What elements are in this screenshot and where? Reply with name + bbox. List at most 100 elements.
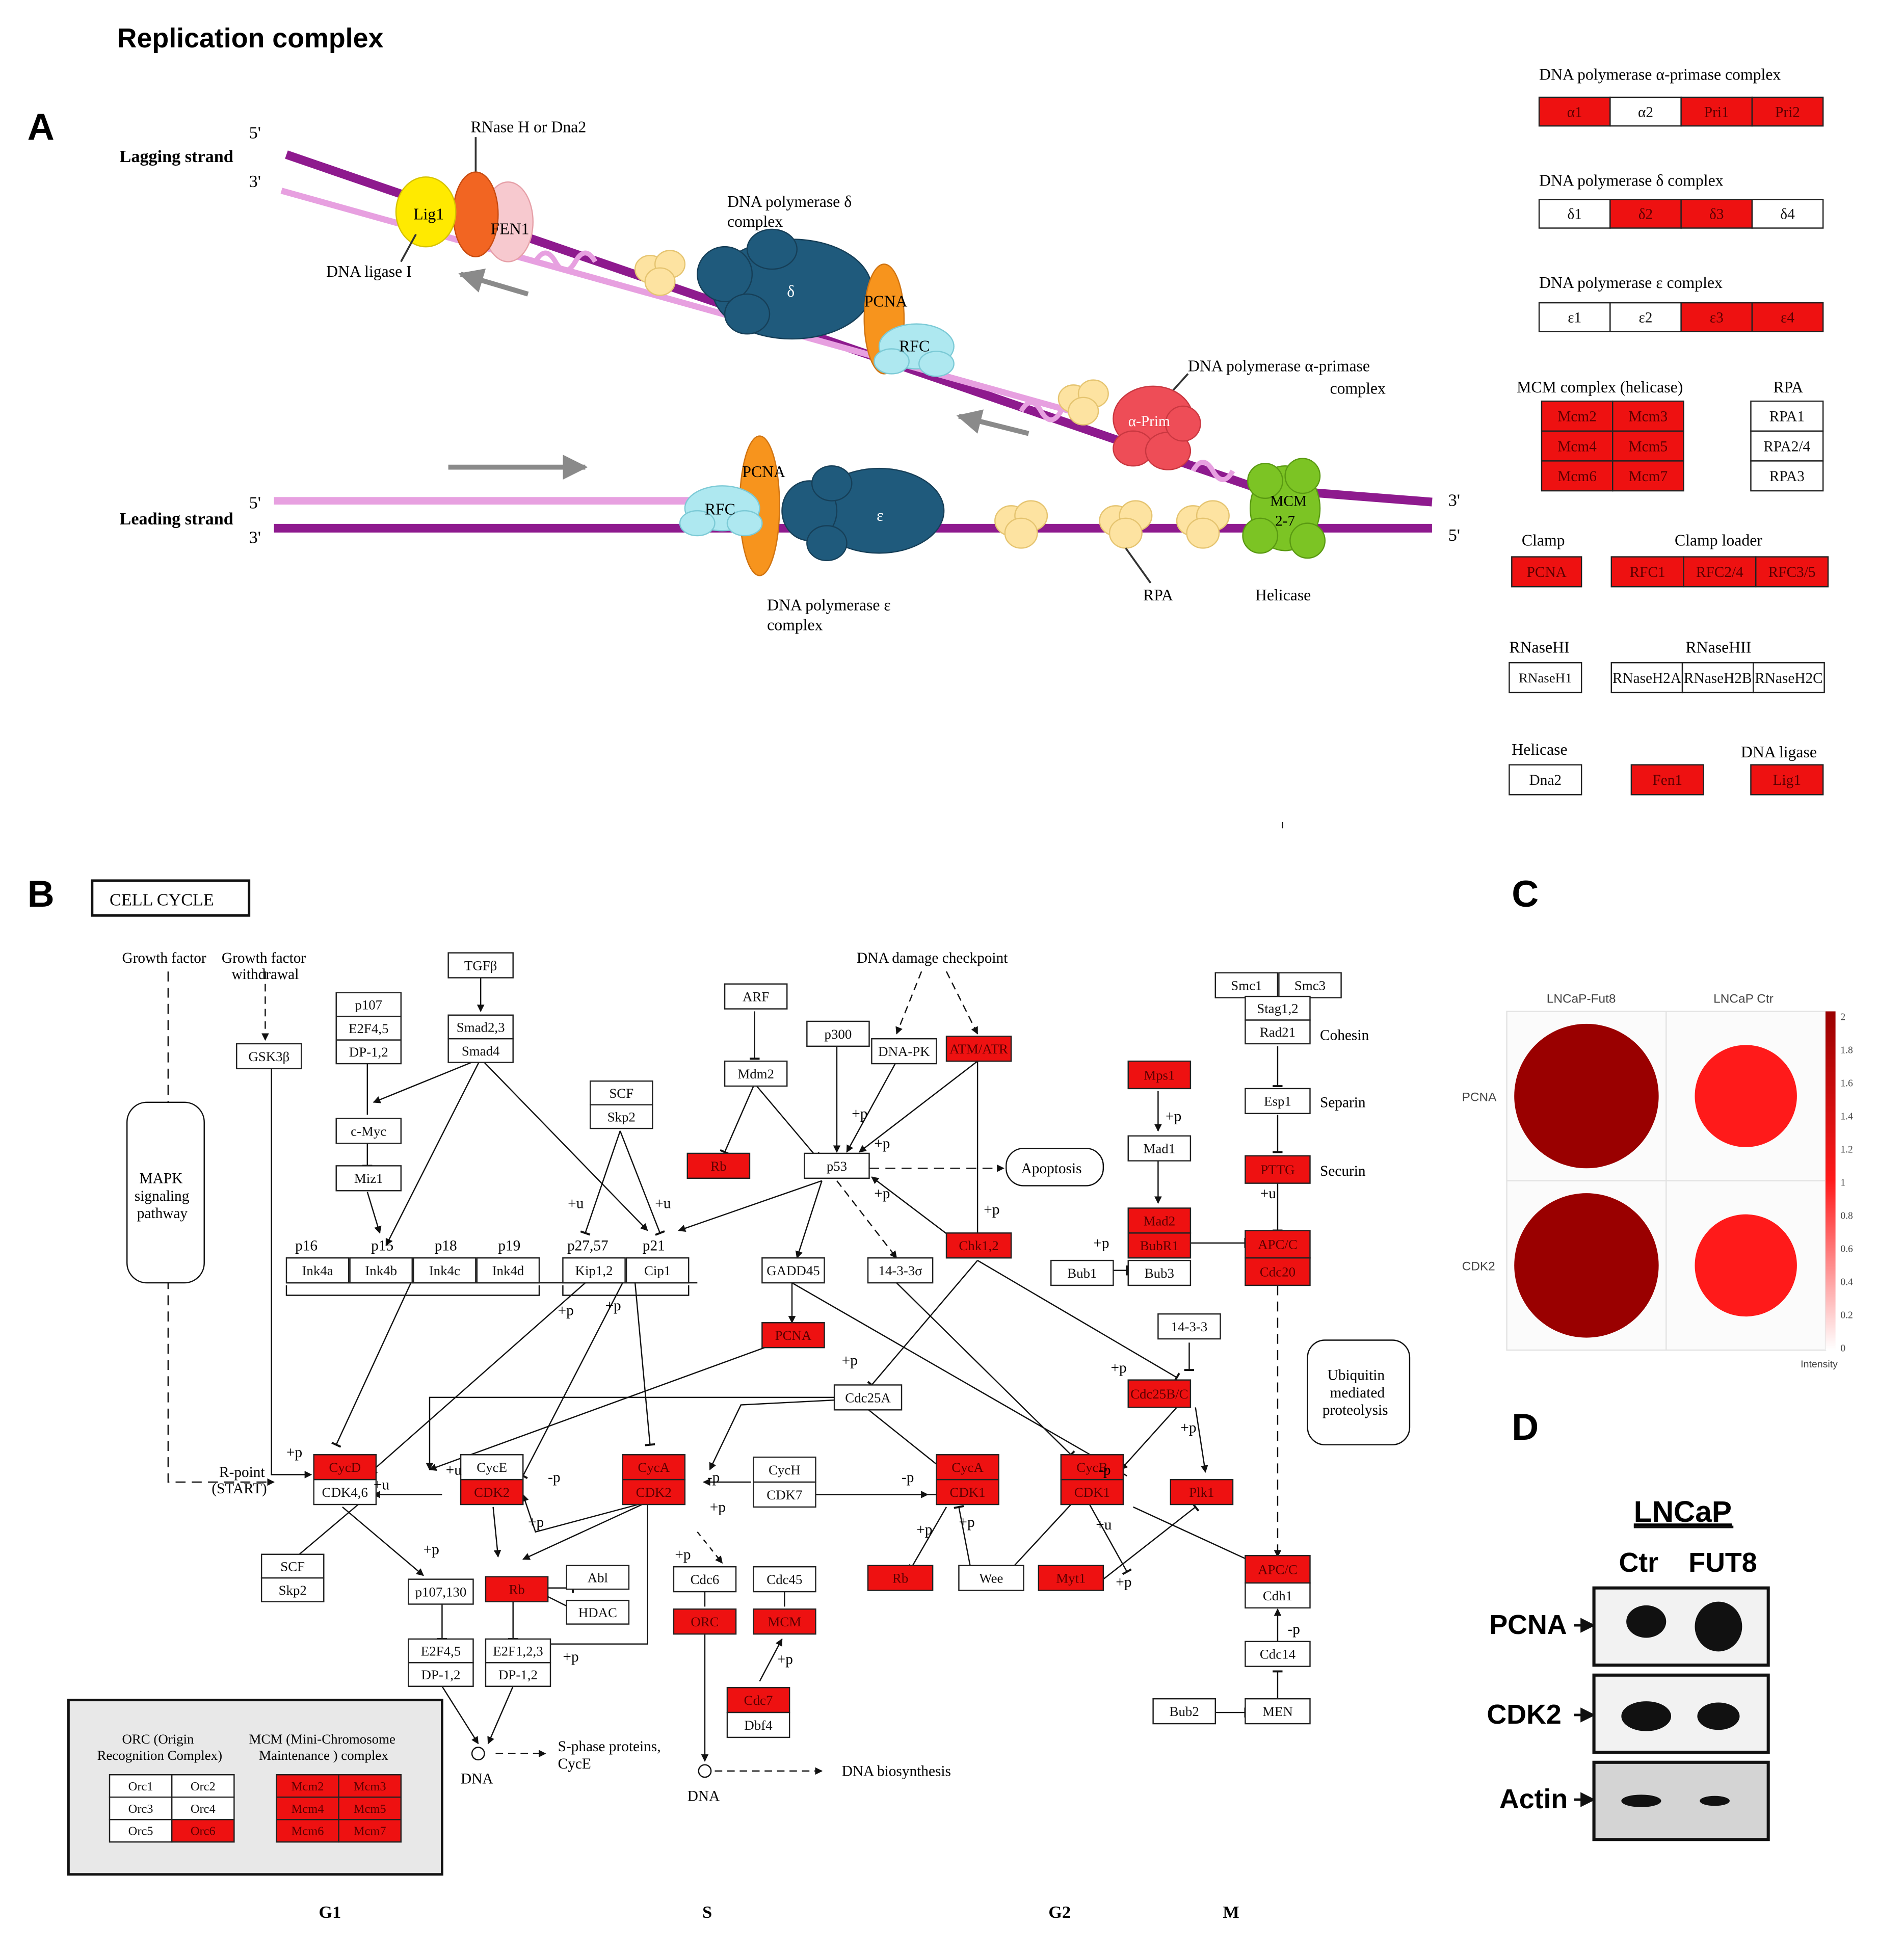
gene-label: Smc1: [1231, 978, 1262, 993]
gene-rfc3-5: RFC3/5: [1755, 556, 1829, 588]
gf-withdrawal-label-2: withdrawal: [231, 966, 299, 983]
pathway-node-men: MEN: [1245, 1698, 1311, 1725]
gene-label: HDAC: [578, 1605, 617, 1620]
pathway-node-tgf: TGFβ: [447, 952, 514, 979]
gene-label: Cdc14: [1260, 1647, 1296, 1662]
dna-biosynthesis-label: DNA biosynthesis: [842, 1763, 951, 1780]
gene-box: [1060, 1454, 1124, 1481]
pol-delta-label-2: complex: [727, 213, 783, 230]
pathway-node-scf: SCF: [260, 1553, 325, 1579]
gene-label: ε3: [1710, 309, 1724, 326]
gene-orc5: Orc5: [109, 1818, 173, 1843]
gene-label: Rb: [509, 1582, 524, 1597]
pathway-node-e2f4-5: E2F4,5: [335, 1015, 402, 1041]
colorbar-tick-label: 0.8: [1840, 1210, 1853, 1221]
heatmap-chart: LNCaP-Fut8 LNCaP Ctr PCNA CDK2 21.81.61.…: [1462, 992, 1853, 1370]
pathway-labels: Growth factor Growth factor withdrawal M…: [122, 950, 1411, 1805]
gene-label: Mcm5: [1629, 438, 1668, 455]
gene-2: ε2: [1609, 302, 1682, 332]
p-label-3: +p: [874, 1185, 890, 1202]
pathway-node-cdc14: Cdc14: [1245, 1641, 1311, 1667]
pathway-node-14-3-3: 14-3-3σ: [867, 1257, 934, 1284]
gf-withdrawal-label-1: Growth factor: [222, 950, 306, 966]
pathway-node-cdc45: Cdc45: [753, 1566, 816, 1593]
gene-label: Miz1: [354, 1171, 383, 1186]
gene-orc2: Orc2: [171, 1774, 235, 1798]
gene-label: CDK1: [1074, 1485, 1110, 1500]
heatmap-row-1: CDK2: [1462, 1260, 1495, 1274]
gene-mcm6: Mcm6: [1541, 460, 1614, 492]
gene-mcm2: Mcm2: [1541, 400, 1614, 432]
mapk-label-3: pathway: [137, 1205, 188, 1222]
gene-rfc2-4: RFC2/4: [1683, 556, 1757, 588]
mcm-legend-title-1: MCM (Mini-Chromosome: [249, 1731, 395, 1747]
gene-label: 14-3-3σ: [879, 1263, 923, 1278]
gene-label: CycB: [1076, 1460, 1107, 1475]
primer-squiggle: [533, 250, 598, 273]
gene-label: CDK7: [766, 1487, 802, 1502]
gene-mcm6: Mcm6: [276, 1818, 339, 1843]
gene-box: [1609, 96, 1682, 127]
gene-box: [1753, 662, 1825, 694]
panel-a-label: A: [28, 106, 55, 148]
heatmap-row-0: PCNA: [1462, 1090, 1497, 1104]
cdk-inhibitor-label: p27,57: [567, 1238, 609, 1254]
pathway-node-cdc25b-c: Cdc25B/C: [1127, 1379, 1192, 1408]
u-label-2: +u: [374, 1477, 390, 1493]
gene-label: MCM: [768, 1614, 802, 1629]
heatmap-colorbar: [1826, 1011, 1836, 1351]
gene-box: [1538, 96, 1611, 127]
gene-label: APC/C: [1258, 1237, 1298, 1252]
p-label-11: +p: [605, 1298, 621, 1314]
pathway-node-ink4b: Ink4b: [349, 1257, 413, 1284]
colorbar-tick-label: 2: [1840, 1012, 1845, 1023]
gene-label: RFC3/5: [1768, 564, 1816, 580]
gene-box: [625, 1257, 690, 1284]
gene-label: CycH: [769, 1462, 801, 1477]
gene-pcna: PCNA: [1511, 556, 1582, 588]
gene-label: Ink4d: [492, 1263, 524, 1278]
gene-label: c-Myc: [351, 1123, 386, 1139]
gene-label: δ4: [1780, 206, 1795, 223]
gene-label: Ink4a: [302, 1263, 333, 1278]
rpoint-label-2: (START): [211, 1481, 267, 1497]
gene-label: Myt1: [1056, 1571, 1086, 1586]
gene-box: [460, 1454, 524, 1481]
p-label-10: +p: [558, 1303, 574, 1319]
gene-label: δ1: [1567, 206, 1581, 223]
sphase-label-2: CycE: [558, 1756, 591, 1772]
pathway-node-dp-1-2: DP-1,2: [485, 1662, 551, 1687]
pathway-node-smad4: Smad4: [447, 1038, 514, 1063]
gene-label: p300: [825, 1026, 852, 1042]
epsilon-text: ε: [877, 507, 883, 524]
fen1-text: FEN1: [491, 220, 530, 238]
gene-label: Skp2: [279, 1582, 307, 1598]
gene-box: [806, 1020, 870, 1047]
gene-label: Lig1: [1773, 772, 1801, 788]
gene-4: δ4: [1751, 199, 1824, 229]
gene-box: [622, 1454, 686, 1481]
gene-box: [1680, 96, 1753, 127]
gene-label: ε2: [1639, 309, 1653, 326]
gene-box: [1750, 430, 1824, 462]
pcna-lagging-text: PCNA: [864, 292, 908, 310]
legend-title: RPA: [1773, 378, 1803, 396]
gene-label: CDK4,6: [322, 1485, 368, 1500]
mapk-label-2: signaling: [135, 1188, 190, 1204]
pathway-node-smad2-3: Smad2,3: [447, 1014, 514, 1040]
gene-box: [566, 1599, 630, 1625]
gene-box: [724, 1060, 788, 1087]
lagging-direction-arrow: [458, 268, 529, 297]
heatmap-col-1: LNCaP Ctr: [1713, 992, 1774, 1006]
gene-label: δ2: [1638, 206, 1653, 223]
gene-label: Bub1: [1067, 1265, 1097, 1281]
gene-label: CycA: [951, 1460, 984, 1475]
gene-label: Orc4: [191, 1802, 216, 1816]
band-cdk2-ctr: [1621, 1701, 1672, 1731]
p-label-7: +p: [1111, 1360, 1127, 1376]
gene-label: DP-1,2: [498, 1667, 538, 1682]
u-label-3: +u: [568, 1195, 584, 1211]
gene-label: Mps1: [1144, 1067, 1175, 1083]
heatmap-cell-pcna-lncap-fut8: [1514, 1023, 1659, 1169]
